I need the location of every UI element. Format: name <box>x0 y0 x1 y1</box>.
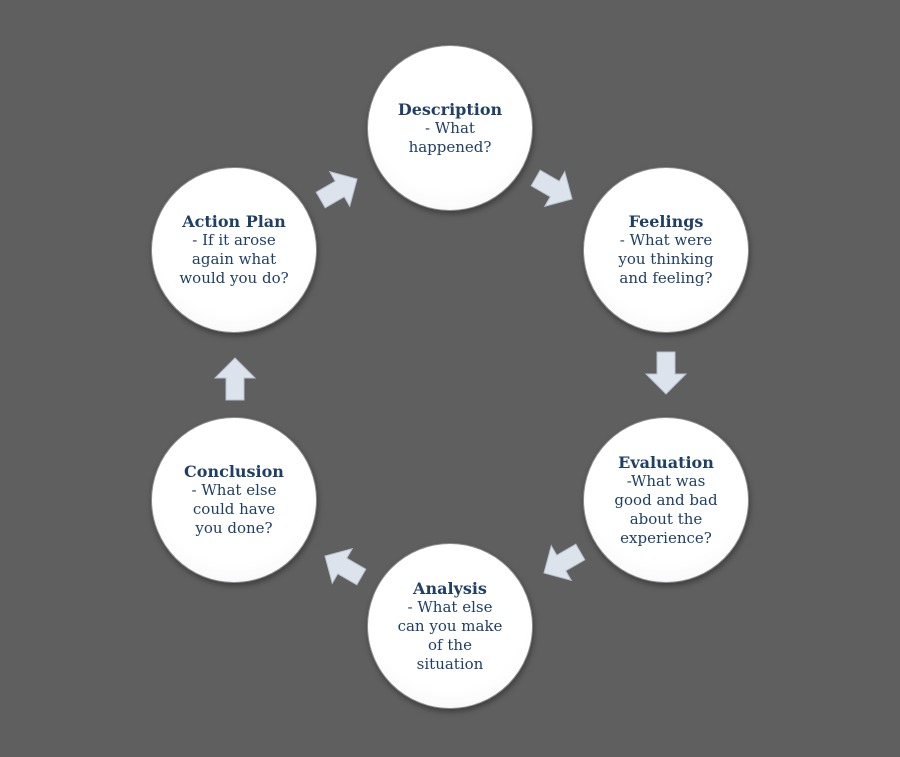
node-description-text: - What happened? <box>408 118 492 156</box>
arrow-description-to-feelings-icon <box>530 169 573 208</box>
node-action-plan-text: - If it arose again what would you do? <box>179 231 289 287</box>
node-conclusion: Conclusion - What else could have you do… <box>151 417 317 583</box>
node-evaluation: Evaluation -What was good and bad about … <box>583 417 749 583</box>
node-conclusion-text: - What else could have you done? <box>191 481 277 537</box>
node-action-plan-title: Action Plan <box>182 212 286 231</box>
arrow-evaluation-to-analysis-icon <box>543 543 586 582</box>
node-feelings-text: - What were you thinking and feeling? <box>618 231 714 287</box>
node-description-title: Description <box>397 99 503 119</box>
arrow-analysis-to-conclusion-icon <box>324 547 367 586</box>
node-conclusion-title: Conclusion <box>184 462 284 481</box>
node-feelings-title: Feelings <box>628 212 704 231</box>
arrow-conclusion-to-action-plan-icon <box>213 357 257 401</box>
node-description: Description - What happened? <box>367 45 533 211</box>
node-action-plan: Action Plan - If it arose again what wou… <box>151 167 317 333</box>
arrow-action-plan-to-description-icon <box>315 170 358 209</box>
node-analysis-text: - What else can you make of the situatio… <box>397 597 503 673</box>
node-evaluation-title: Evaluation <box>618 452 714 472</box>
node-analysis-title: Analysis <box>413 578 487 598</box>
node-feelings: Feelings - What were you thinking and fe… <box>583 167 749 333</box>
arrow-feelings-to-evaluation-icon <box>644 351 688 395</box>
node-analysis: Analysis - What else can you make of the… <box>367 543 533 709</box>
node-evaluation-text: -What was good and bad about the experie… <box>614 471 718 547</box>
